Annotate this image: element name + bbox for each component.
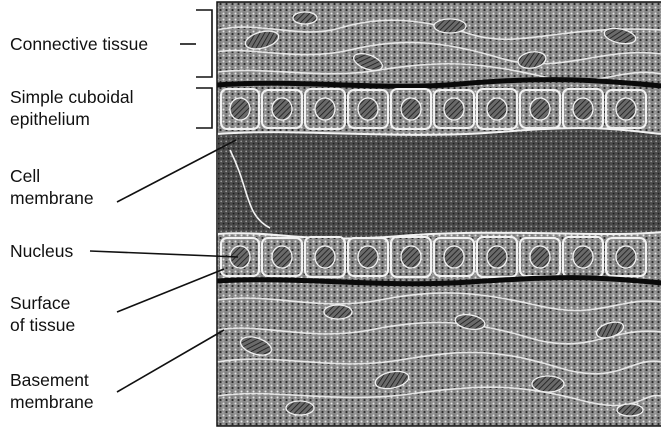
- label-surface-of-tissue: Surface of tissue: [10, 292, 75, 336]
- label-surface-line2: of tissue: [10, 314, 75, 336]
- cuboidal-bracket: [196, 88, 212, 128]
- label-cell-membrane-line2: membrane: [10, 187, 94, 209]
- nucleus-leader: [90, 251, 238, 257]
- label-cell-membrane: Cell membrane: [10, 165, 94, 209]
- label-nucleus: Nucleus: [10, 240, 73, 262]
- label-basement-line2: membrane: [10, 391, 94, 413]
- label-cell-membrane-line1: Cell: [10, 165, 94, 187]
- label-basement-membrane: Basement membrane: [10, 369, 94, 413]
- label-simple-cuboidal-line2: epithelium: [10, 108, 134, 130]
- label-surface-line1: Surface: [10, 292, 75, 314]
- label-basement-line1: Basement: [10, 369, 94, 391]
- cell-membrane-leader: [117, 140, 236, 202]
- basement-membrane-leader: [117, 330, 224, 392]
- surface-leader: [117, 269, 224, 312]
- label-connective-tissue: Connective tissue: [10, 33, 148, 55]
- label-simple-cuboidal-line1: Simple cuboidal: [10, 86, 134, 108]
- connective-tissue-bracket: [196, 10, 212, 77]
- label-simple-cuboidal: Simple cuboidal epithelium: [10, 86, 134, 130]
